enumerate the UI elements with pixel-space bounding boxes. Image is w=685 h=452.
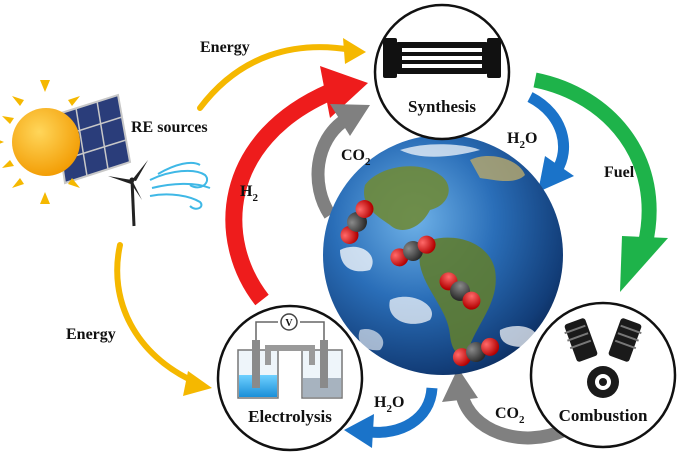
synthesis-node: Synthesis — [373, 3, 511, 141]
re-sources-label: RE sources — [131, 119, 208, 136]
co2-bottom-label-main: CO — [495, 405, 519, 422]
energy-top-label: Energy — [200, 39, 250, 56]
co2-arrow-bottom — [442, 368, 568, 445]
combustion-node: Combustion — [529, 301, 677, 449]
wind-turbine-icon — [108, 160, 148, 227]
h2o-arrow-bottom — [344, 387, 438, 448]
co2-arrow-top — [311, 104, 370, 219]
co2-molecule-4 — [452, 337, 500, 367]
engine-icon — [564, 318, 642, 398]
co2-top-label-main: CO — [341, 147, 365, 164]
fuel-label: Fuel — [604, 164, 635, 181]
h2o-arrow-top — [527, 92, 574, 192]
electrolysis-cell-icon: V — [237, 313, 343, 399]
co2-bottom-label: CO2 — [495, 405, 525, 426]
co2-top-label: CO2 — [341, 147, 371, 168]
co2-bottom-label-sub: 2 — [519, 414, 525, 426]
synthesis-label: Synthesis — [408, 97, 476, 116]
voltmeter-label: V — [285, 318, 293, 329]
co2-molecule-3 — [439, 272, 481, 310]
energy-arrow-top — [197, 38, 366, 111]
h2o-bottom-label-sub: 2 — [386, 403, 392, 415]
co2-molecule-1 — [340, 200, 374, 244]
co2-molecule-2 — [390, 235, 436, 267]
h2o-top-label-main: H — [507, 130, 520, 147]
wind-icon — [149, 161, 211, 210]
earth-globe — [323, 135, 563, 375]
h2o-top-label: H2O — [507, 130, 537, 151]
energy-left-label: Energy — [66, 326, 116, 343]
h2o-bottom-label-tail: O — [392, 394, 404, 411]
h2-label-main: H — [240, 183, 253, 200]
h2o-top-label-sub: 2 — [519, 139, 525, 151]
h2o-bottom-label-main: H — [374, 394, 387, 411]
co2-top-label-sub: 2 — [365, 156, 371, 168]
reactor-icon — [383, 38, 501, 78]
h2o-bottom-label: H2O — [374, 394, 404, 415]
h2o-top-label-tail: O — [525, 130, 537, 147]
fuel-arrow — [533, 72, 668, 292]
combustion-label: Combustion — [559, 406, 648, 425]
sun-icon — [0, 80, 80, 204]
electrolysis-node: V Electrolysis — [216, 304, 364, 452]
electrolysis-label: Electrolysis — [248, 407, 332, 426]
energy-arrow-left — [114, 242, 212, 396]
h2-label-sub: 2 — [252, 192, 258, 204]
h2-label: H2 — [240, 183, 258, 204]
